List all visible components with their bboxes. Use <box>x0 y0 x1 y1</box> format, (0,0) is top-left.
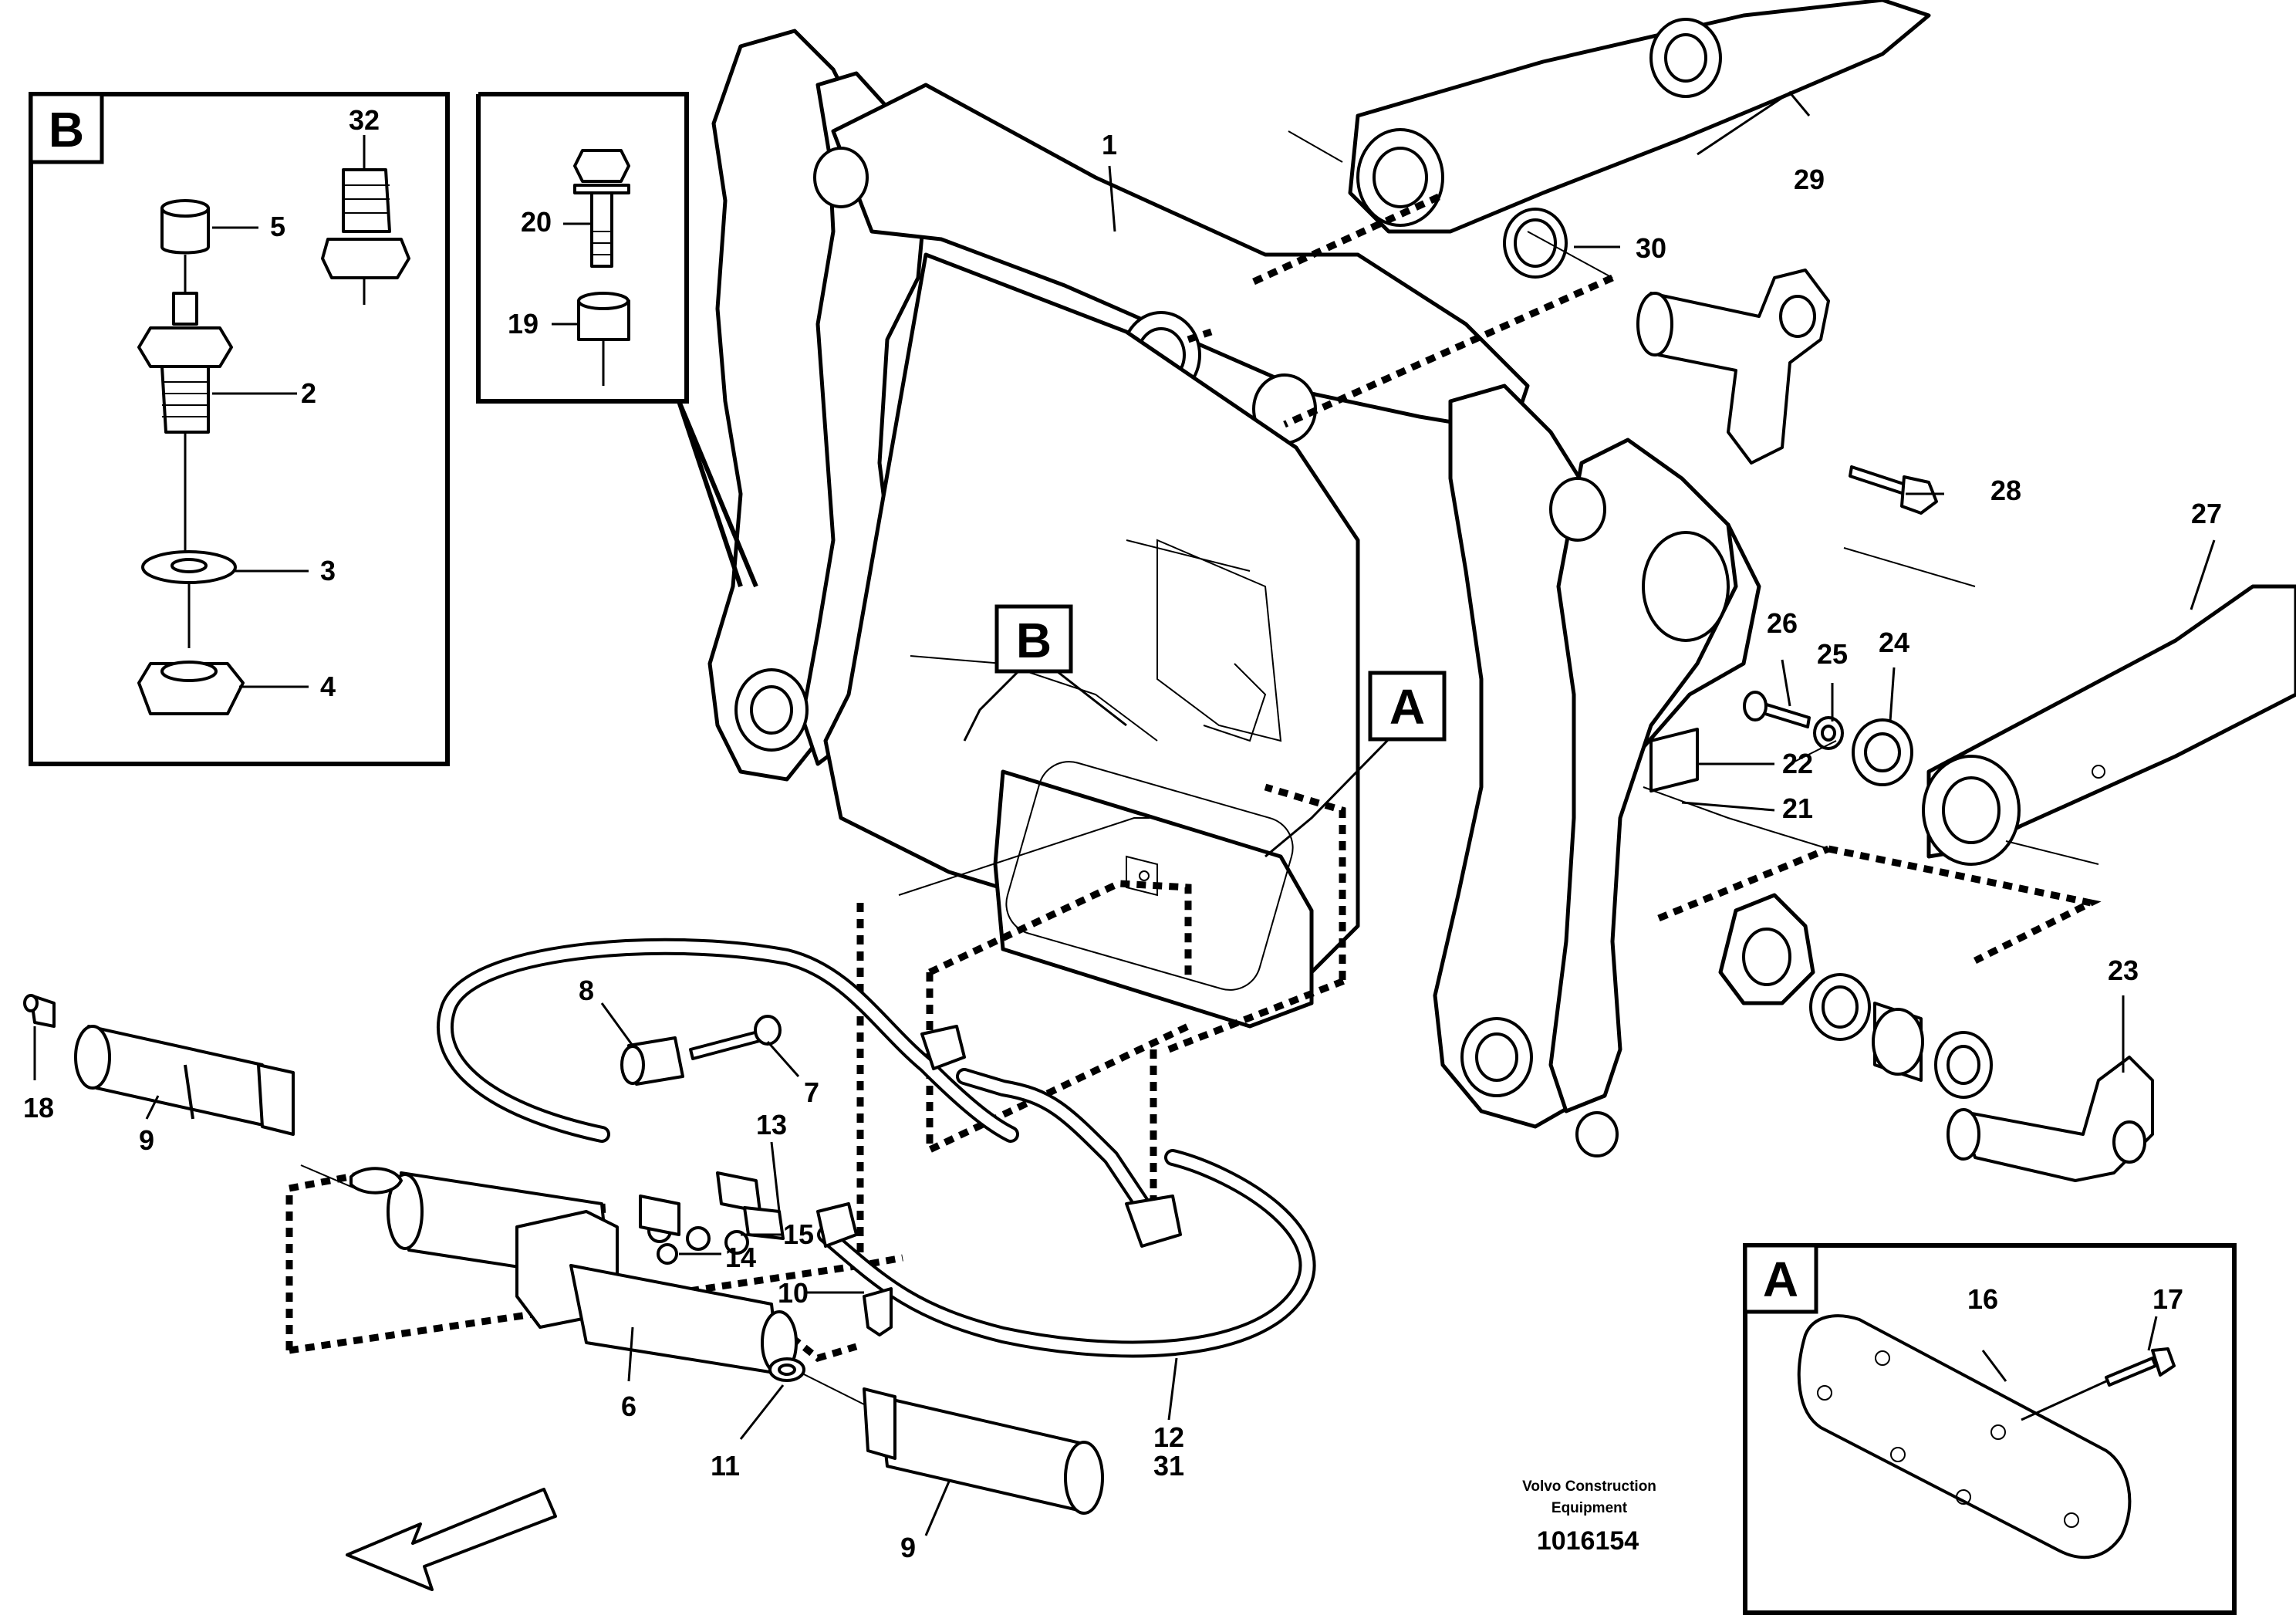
assembly-dash-lines <box>285 193 2102 1362</box>
callout-30: 30 <box>1636 232 1666 264</box>
detail-a-inset: A 16 17 <box>1743 1243 2237 1615</box>
callout-18: 18 <box>23 1092 54 1124</box>
credit-line-1: Volvo Construction <box>1522 1478 1656 1495</box>
lower-link-arm <box>1922 584 2296 866</box>
callout-15: 15 <box>783 1218 814 1250</box>
callout-12: 12 <box>1153 1421 1184 1453</box>
svg-text:A: A <box>1389 679 1425 735</box>
callout-32: 32 <box>349 104 380 136</box>
cylinder-assembly <box>23 994 1104 1515</box>
callout-23: 23 <box>2108 955 2139 986</box>
callout-9-right: 9 <box>900 1532 916 1563</box>
callout-13: 13 <box>756 1109 787 1140</box>
callout-29: 29 <box>1794 164 1825 195</box>
detail-b-tag: B <box>49 102 84 157</box>
callout-25: 25 <box>1817 638 1848 670</box>
callout-31: 31 <box>1153 1450 1184 1482</box>
main-tag-a: A <box>1264 671 1447 858</box>
callout-leaders <box>33 91 2216 1536</box>
callout-21: 21 <box>1782 792 1813 824</box>
svg-text:B: B <box>1016 613 1052 668</box>
detail-a-tag: A <box>1763 1252 1798 1307</box>
pin-hardware <box>1503 208 2154 1182</box>
drawing-credit: Volvo Construction Equipment 1016154 <box>1522 1478 1656 1556</box>
callout-labels: 1 29 30 28 27 26 25 24 22 21 23 8 7 13 1… <box>23 129 2222 1563</box>
upper-link-arm <box>1348 0 1931 234</box>
callout-9-left: 9 <box>139 1124 154 1156</box>
callout-17: 17 <box>2152 1283 2183 1315</box>
callout-3: 3 <box>320 555 336 586</box>
callout-28: 28 <box>1990 475 2021 506</box>
callout-20: 20 <box>521 206 552 238</box>
main-tag-b: B <box>963 604 1127 742</box>
callout-19: 19 <box>508 308 539 340</box>
drawing-number: 1016154 <box>1537 1526 1639 1556</box>
callout-27: 27 <box>2191 498 2222 529</box>
callout-8: 8 <box>579 975 594 1006</box>
front-direction-arrow <box>346 1488 557 1591</box>
detail-b-inset: B 32 5 2 3 4 <box>29 92 450 766</box>
callout-7: 7 <box>804 1076 819 1108</box>
callout-6: 6 <box>621 1391 636 1422</box>
callout-5: 5 <box>270 211 285 242</box>
callout-22: 22 <box>1782 748 1813 779</box>
credit-line-2: Equipment <box>1551 1500 1628 1516</box>
callout-1: 1 <box>1102 129 1117 161</box>
callout-14: 14 <box>725 1242 756 1273</box>
tool-carrier-frame <box>707 29 1761 1157</box>
bolt-spacer-inset: 20 19 <box>476 92 758 588</box>
callout-10: 10 <box>778 1277 809 1309</box>
callout-4: 4 <box>320 671 336 702</box>
callout-16: 16 <box>1967 1283 1998 1315</box>
callout-24: 24 <box>1879 627 1909 658</box>
hydraulic-hoses <box>436 938 1316 1358</box>
callout-11: 11 <box>711 1450 740 1482</box>
callout-2: 2 <box>301 377 316 409</box>
callout-26: 26 <box>1767 607 1798 639</box>
